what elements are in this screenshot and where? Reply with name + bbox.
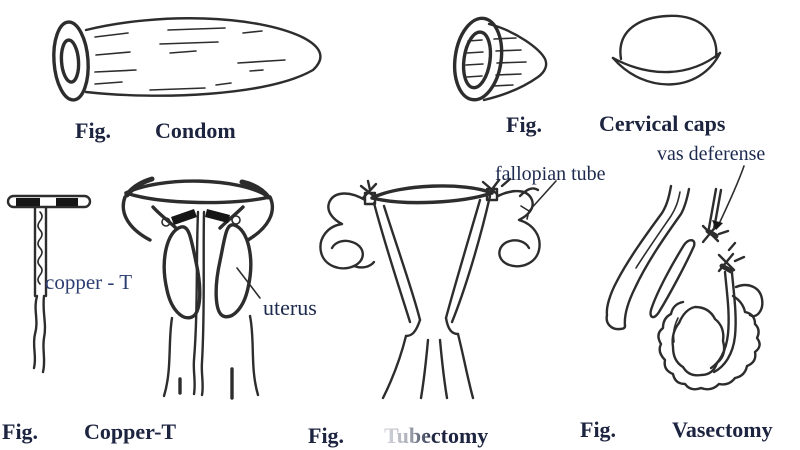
cervical-caps-caption: Cervical caps [599, 111, 726, 136]
cervical-caps-fig-label: Fig. [506, 112, 543, 137]
cervical-cap-cone-drawing [452, 16, 548, 102]
copper-t-caption: Copper-T [84, 419, 177, 444]
tubectomy-drawing [319, 177, 557, 400]
condom-caption: Condom [155, 118, 236, 143]
vas-deferens-annotation-label: vas deferense [657, 143, 766, 165]
copper-t-device-drawing [6, 194, 92, 374]
copper-t-annotation-label: copper - T [45, 270, 133, 294]
tubectomy-caption: Tubectomy [384, 423, 489, 448]
fallopian-tube-annotation-label: fallopian tube [495, 163, 606, 185]
uterus-with-copper-t-drawing [121, 176, 275, 400]
vasectomy-fig-label: Fig. [580, 417, 617, 442]
cervical-cap-dome-drawing [611, 14, 722, 86]
copper-t-fig-label: Fig. [2, 419, 39, 444]
vasectomy-drawing [605, 165, 764, 391]
condom-drawing [52, 17, 322, 102]
condom-fig-label: Fig. [75, 118, 112, 143]
uterus-annotation-label: uterus [263, 295, 317, 320]
tubectomy-fig-label: Fig. [308, 423, 345, 448]
vasectomy-caption: Vasectomy [672, 417, 773, 442]
